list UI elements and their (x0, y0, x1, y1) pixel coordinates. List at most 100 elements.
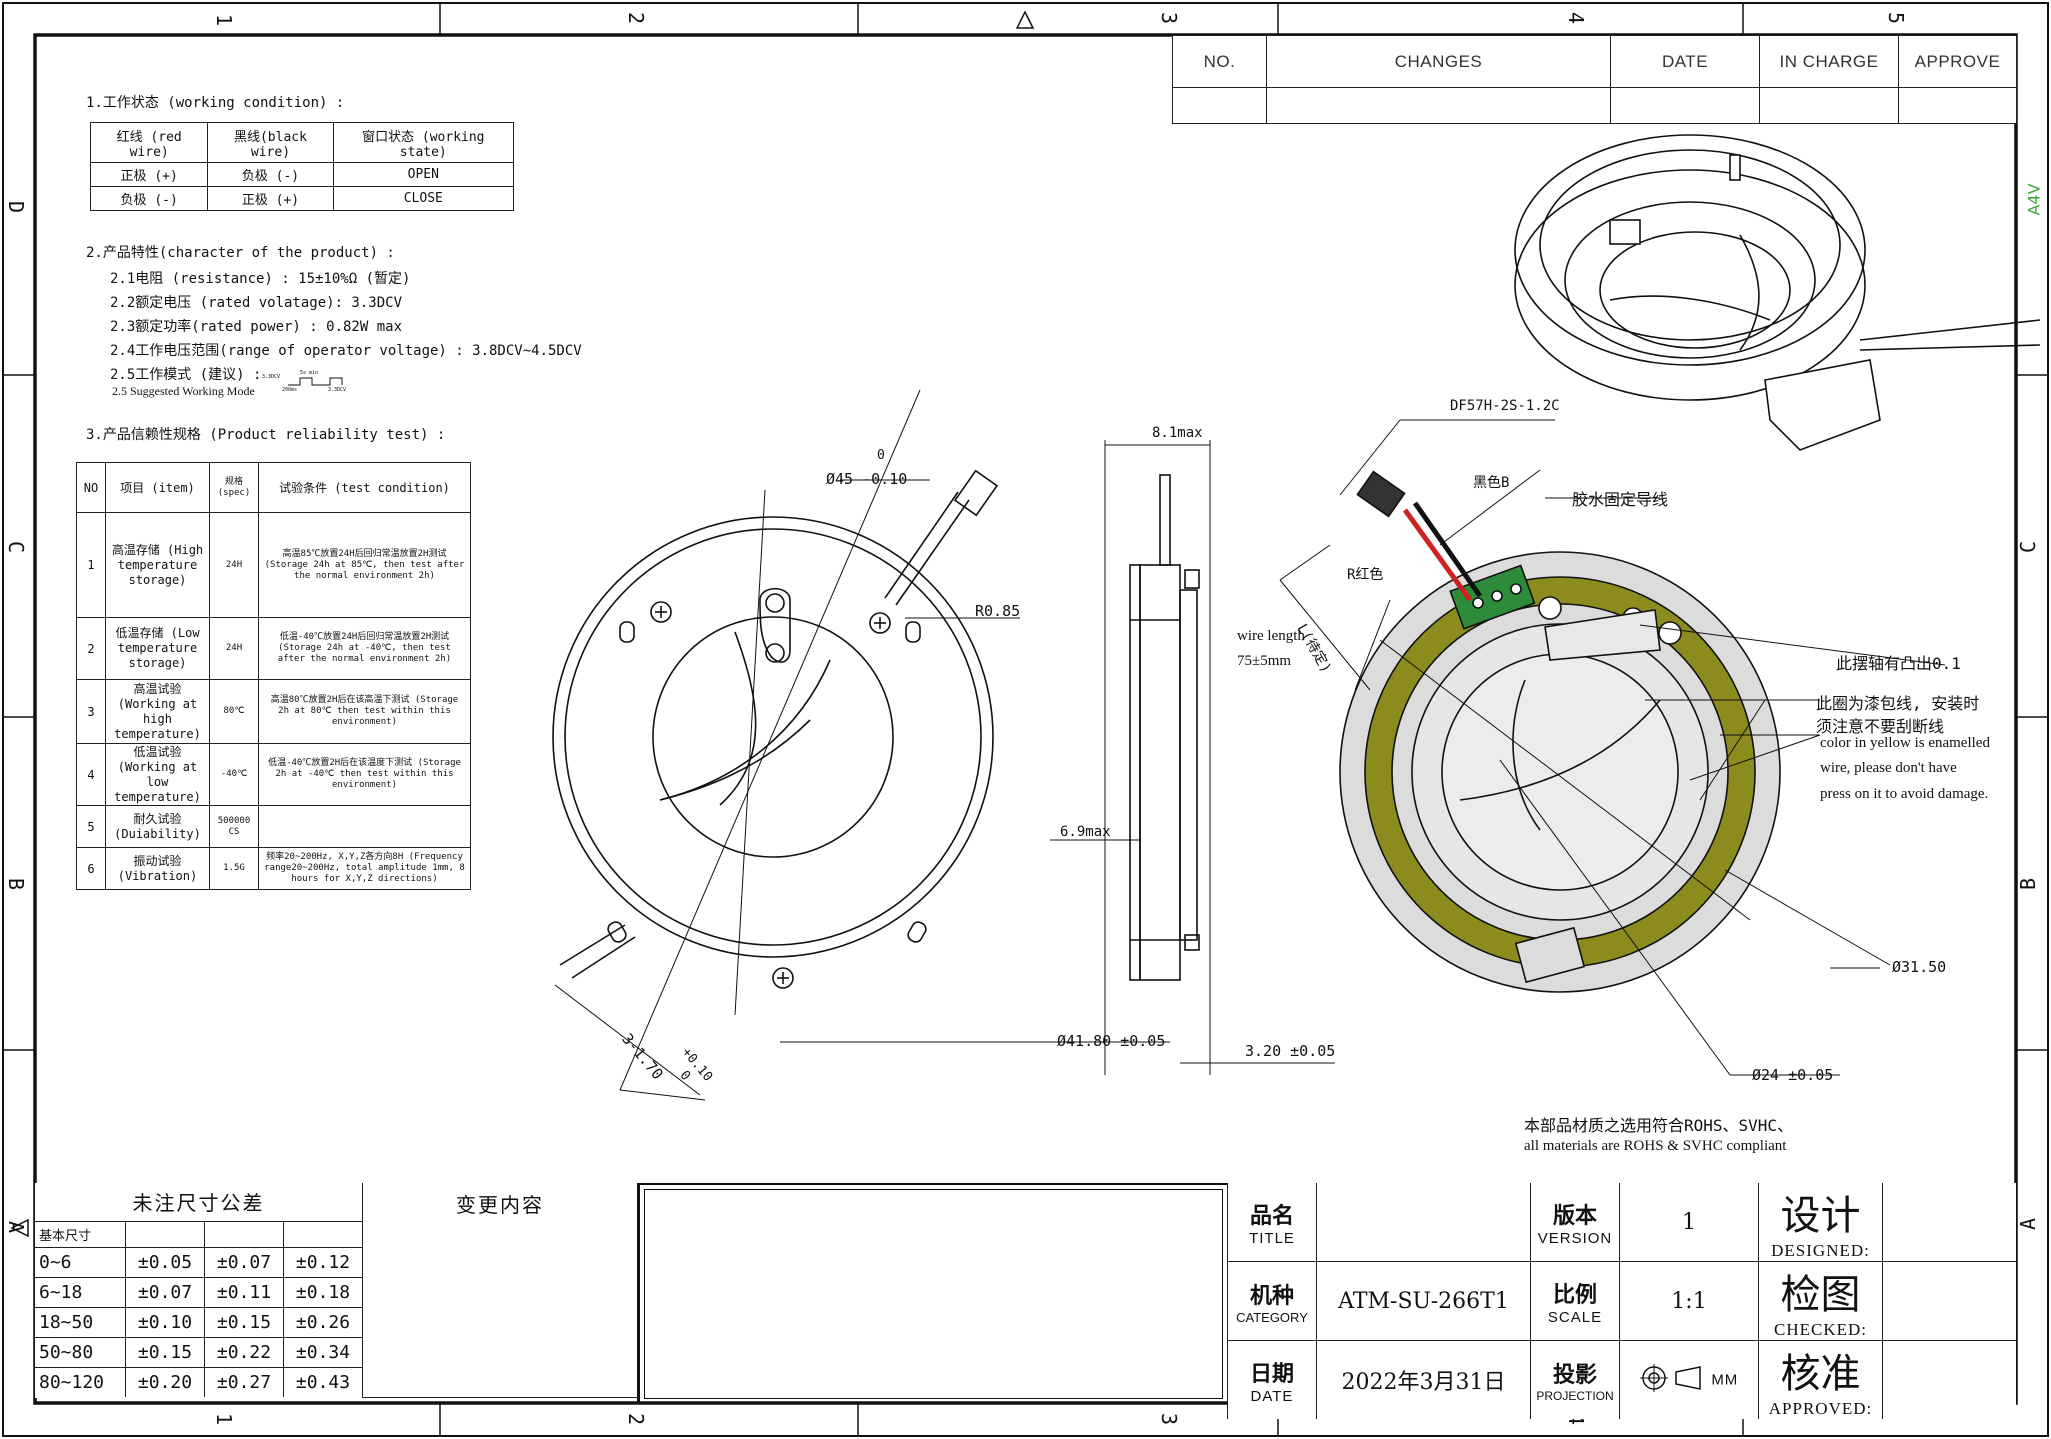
mode-label: 5s min (300, 370, 319, 376)
glue-note: 胶水固定导线 (1572, 490, 1669, 509)
wc-cell: OPEN (332, 162, 515, 187)
zone-number-bottom-2: 2 (624, 1412, 649, 1426)
zone-number-bottom-1: 1 (212, 1412, 237, 1426)
tb-title-cn: 品名 (1249, 1203, 1294, 1229)
zone-number-top-3: 3 (1157, 11, 1182, 25)
char-power: 2.3额定功率(rated power) : 0.82W max (110, 319, 403, 335)
rev-cell (1759, 87, 1899, 124)
orientation-mark-top (1015, 10, 1035, 29)
dim-body-max: 6.9max (1060, 824, 1111, 840)
rel-cell: 低温试验 (Working at low temperature) (105, 743, 210, 806)
dim-body-dia: Ø41.80 ±0.05 (1057, 1032, 1166, 1050)
rel-cell: 3 (76, 679, 106, 744)
section2-title: 2.产品特性(character of the product) : (86, 245, 395, 261)
tol-value: ±0.07 (204, 1246, 284, 1278)
dim-thickness-max: 8.1max (1152, 425, 1203, 441)
tb-checked-cell: 检图 CHECKED: (1758, 1261, 1883, 1341)
base-size-label: 基本尺寸 (35, 1220, 126, 1248)
coil-note-en-1: color in yellow is enamelled (1820, 735, 1990, 751)
tb-category-cn: 机种 (1249, 1283, 1294, 1309)
zone-letter-left-d: D (4, 200, 29, 214)
tol-value: ±0.10 (125, 1306, 205, 1338)
zone-number-bottom-3: 3 (1157, 1412, 1182, 1426)
tb-projection-cn: 投影 (1552, 1363, 1597, 1388)
wc-cell: 负极 (-) (89, 186, 209, 211)
tol-value: ±0.34 (283, 1336, 363, 1368)
tol-value: ±0.12 (283, 1246, 363, 1278)
side-view (1050, 440, 1335, 1075)
rohs-note-en: all materials are ROHS & SVHC compliant (1524, 1138, 1787, 1154)
wc-cell: CLOSE (332, 186, 515, 211)
red-wire-label: R红色 (1347, 567, 1384, 583)
rel-cell: 低温存储 (Low temperature storage) (105, 617, 210, 680)
rev-cell (1898, 87, 2017, 124)
zone-number-top-4: 4 (1564, 11, 1589, 25)
notes-box-inner (644, 1189, 1223, 1399)
rev-header-in-charge: IN CHARGE (1759, 35, 1899, 88)
zone-number-top-5: 5 (1884, 11, 1909, 25)
zone-letter-left-a: A (4, 1220, 29, 1234)
mode-label: 200ms (282, 387, 298, 393)
tb-checked-cn: 检图 (1780, 1272, 1861, 1318)
tol-value: ±0.18 (283, 1276, 363, 1308)
rel-cell: 高温85℃放置24H后回归常温放置2H测试 (Storage 24h at 85… (258, 512, 471, 618)
wire-length-label: wire length (1237, 628, 1305, 644)
working-condition-table: 红线 (red wire) 黑线(black wire) 窗口状态 (worki… (89, 122, 515, 211)
rel-cell: 低温-40℃放置2H后在该温度下测试 (Storage 2h at -40℃ t… (258, 743, 471, 806)
tb-version-value: 1 (1619, 1183, 1759, 1262)
rel-cell: 80℃ (209, 679, 259, 744)
coil-note-cn-2: 须注意不要刮断线 (1816, 717, 1945, 736)
wc-cell: 正极 (+) (207, 186, 334, 211)
projection-symbol-icon (1639, 1364, 1702, 1396)
rel-cell: 频率20~200Hz, X,Y,Z各方向8H (Frequency range2… (258, 847, 471, 890)
rel-cell: -40℃ (209, 743, 259, 806)
tol-value: ±0.15 (204, 1306, 284, 1338)
tb-approved-en: APPROVED: (1768, 1399, 1873, 1418)
tol-value: ±0.20 (125, 1366, 205, 1397)
rel-cell: 24H (209, 512, 259, 618)
coil-note-cn-1: 此圈为漆包线, 安装时 (1816, 694, 1980, 713)
mode-caption: 2.5 Suggested Working Mode (112, 384, 255, 398)
mode-label: 3.3DCV (262, 374, 281, 380)
dim-inner-dia: Ø31.50 (1892, 958, 1947, 976)
tolerance-table: 未注尺寸公差 变更内容 基本尺寸 0~6±0.05±0.07±0.12 6~18… (35, 1183, 637, 1398)
rel-header-no: NO (76, 462, 106, 513)
rel-cell: 高温试验 (Working at high temperature) (105, 679, 210, 744)
rel-cell: 6 (76, 847, 106, 890)
zone-letter-left-b: B (4, 877, 29, 891)
tb-projection-value: MM (1619, 1340, 1759, 1419)
tb-projection-en: PROJECTION (1536, 1389, 1614, 1403)
tol-value: ±0.15 (125, 1336, 205, 1368)
sheet-size-tag: A4V (2024, 183, 2044, 216)
tb-title-en: TITLE (1249, 1229, 1295, 1247)
tol-col (204, 1220, 284, 1248)
rev-cell (1610, 87, 1760, 124)
mode-label: 3.3DCV (328, 387, 347, 393)
tol-value: ±0.11 (204, 1276, 284, 1308)
tb-projection-unit: MM (1711, 1371, 1739, 1389)
tol-range: 0~6 (35, 1246, 126, 1278)
rel-cell: 耐久试验 (Duiability) (105, 805, 210, 848)
dim-outer-dia: Ø45 -0.10 (826, 470, 908, 488)
coil-note-en-2: wire, please don't have (1820, 760, 1957, 776)
tol-value: ±0.22 (204, 1336, 284, 1368)
rohs-note-cn: 本部品材质之选用符合ROHS、SVHC、 (1524, 1116, 1794, 1135)
rev-cell (1172, 87, 1267, 124)
tol-value: ±0.07 (125, 1276, 205, 1308)
isometric-view (1514, 134, 2041, 451)
rel-cell: 高温80℃放置2H后在该高温下测试 (Storage 2h at 80℃ the… (258, 679, 471, 744)
zone-letter-left-c: C (4, 540, 29, 554)
rel-header-spec: 规格 (spec) (209, 462, 259, 513)
tb-checked-en: CHECKED: (1774, 1320, 1867, 1339)
tol-value: ±0.27 (204, 1366, 284, 1397)
rev-header-date: DATE (1610, 35, 1760, 88)
connector-part-number: DF57H-2S-1.2C (1450, 398, 1560, 414)
